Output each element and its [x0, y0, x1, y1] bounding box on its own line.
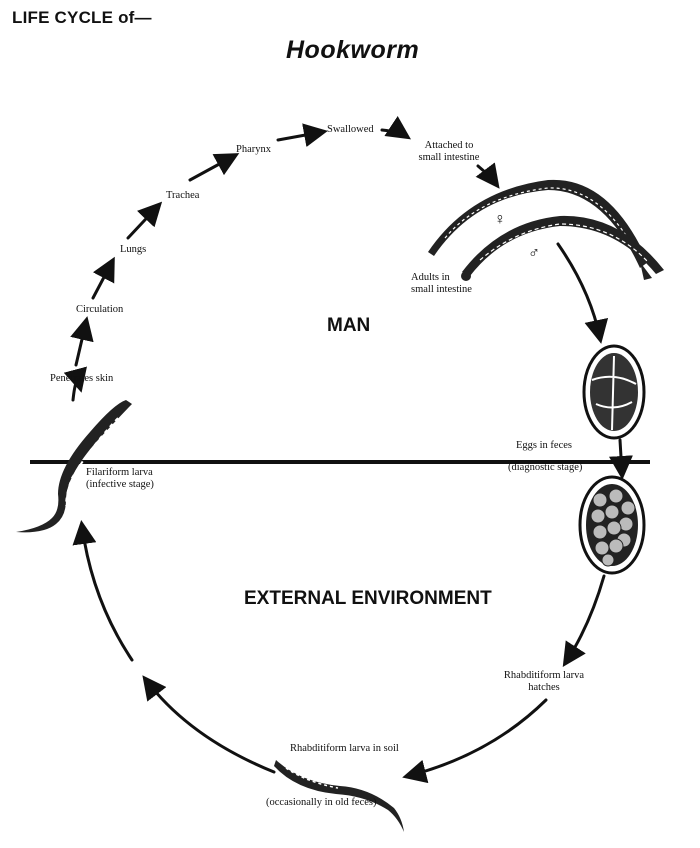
- arrow-adults-to-eggs: [556, 242, 609, 344]
- stage-filariform-line1: Filariform larva: [86, 467, 153, 478]
- stage-rhabditiform-hatches: Rhabditiform larva hatches: [490, 670, 598, 694]
- arrow-circulation-to-lungs: [91, 256, 115, 300]
- stage-rhabditiform-hatches-line2: hatches: [528, 682, 560, 693]
- arrow-lungs-to-trachea: [126, 201, 163, 240]
- header-heading: LIFE CYCLE of—: [12, 8, 152, 27]
- stage-adults-line1: Adults in: [411, 272, 450, 283]
- page-title: Hookworm: [286, 36, 420, 64]
- stage-penetrates-skin: Penetrates skin: [50, 373, 114, 384]
- stage-attached-line1: Attached to: [424, 140, 474, 151]
- arrow-swallowed-to-attached: [380, 116, 411, 140]
- arrow-attached-to-adults: [475, 162, 500, 189]
- male-symbol: ♂: [528, 245, 540, 262]
- arrow-egg-to-hatch: [562, 574, 606, 668]
- stage-rhabditiform-hatches-line1: Rhabditiform larva: [503, 670, 585, 681]
- stage-diagnostic: (diagnostic stage): [508, 462, 583, 473]
- filariform-larva: [16, 400, 132, 533]
- adult-male-worm: [461, 215, 664, 281]
- stage-trachea: Trachea: [166, 190, 200, 201]
- stage-attached: Attached to small intestine: [404, 140, 494, 164]
- rhabditiform-larva: [274, 760, 404, 832]
- stage-filariform: Filariform larva (infective stage): [86, 467, 154, 491]
- arrow-soil-to-return: [142, 675, 276, 774]
- stage-filariform-line2: (infective stage): [86, 479, 154, 490]
- region-environment-label: EXTERNAL ENVIRONMENT: [244, 588, 492, 609]
- stage-eggs-in-feces: Eggs in feces: [516, 440, 572, 451]
- stage-circulation: Circulation: [76, 304, 124, 315]
- egg-embryonated: [578, 475, 646, 575]
- egg-unembryonated: [582, 344, 646, 440]
- region-host-label: MAN: [327, 315, 371, 336]
- arrow-penetrates-to-circulation: [70, 316, 94, 367]
- adult-female-worm: [428, 179, 652, 280]
- arrow-trachea-to-pharynx: [188, 153, 240, 182]
- arrow-skin-to-circulation: [63, 366, 87, 402]
- stage-rhabditiform-soil: Rhabditiform larva in soil: [290, 743, 399, 754]
- arrow-hatch-to-soil: [402, 698, 548, 784]
- stage-attached-line2: small intestine: [418, 152, 480, 163]
- arrow-return-to-filariform: [72, 520, 134, 662]
- arrow-pharynx-to-swallowed: [276, 123, 328, 148]
- stage-lungs: Lungs: [120, 244, 147, 255]
- stage-adults-line2: small intestine: [411, 284, 472, 295]
- arrow-eggs-down: [608, 438, 633, 480]
- stage-old-feces: (occasionally in old feces): [266, 797, 377, 808]
- stage-swallowed: Swallowed: [327, 124, 374, 135]
- stage-pharynx: Pharynx: [236, 144, 271, 155]
- stage-adults: Adults in small intestine: [411, 272, 472, 296]
- female-symbol: ♀: [494, 211, 506, 228]
